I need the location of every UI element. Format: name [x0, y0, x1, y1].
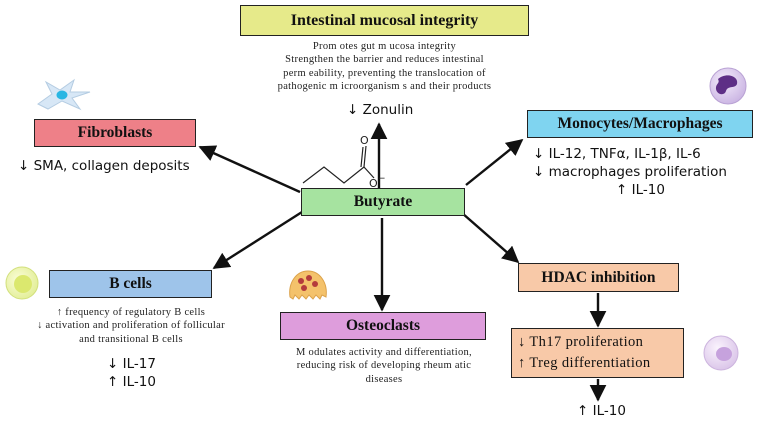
molecule-oxygen-minus: O: [369, 177, 378, 190]
intestinal-line: perm eability, preventing the translocat…: [283, 67, 486, 79]
arrow-to-bcells: [212, 210, 303, 270]
molecule-charge: −: [378, 174, 386, 184]
bcells-box: B cells: [49, 270, 212, 298]
intestinal-line: Strengthen the barrier and reduces intes…: [285, 54, 484, 66]
intestinal-line: Prom otes gut m ucosa integrity: [312, 41, 457, 52]
osteoclast-description: M odulates activity and differentiation,…: [264, 346, 504, 386]
arrow-to-hdac: [461, 212, 520, 264]
monocyte-line: ↓ IL-12, TNFα, IL-1β, IL-6: [533, 146, 701, 162]
hdac-title: HDAC inhibition: [541, 268, 656, 286]
th17-label: ↓ Th17 proliferation: [518, 334, 644, 350]
fibroblast-effect: ↓ SMA, collagen deposits: [18, 158, 190, 174]
butyrate-molecule: [302, 145, 375, 184]
bcell-line: ↑ frequency of regulatory B cells: [56, 307, 206, 318]
intestinal-description: Prom otes gut m ucosa integrity Strength…: [240, 40, 529, 94]
bcell-line: and transitional B cells: [79, 333, 183, 345]
treg-il10-label: ↑ IL-10: [577, 403, 626, 419]
osteoclasts-title: Osteoclasts: [345, 317, 421, 334]
arrow-to-monocytes: [465, 138, 524, 186]
bcell-line: ↓ activation and proliferation of follic…: [37, 320, 225, 332]
monocyte-line: ↓ macrophages proliferation: [533, 164, 727, 180]
b-cell-icon: [5, 266, 39, 300]
osteoclast-line: M odulates activity and differentiation,: [296, 347, 472, 358]
hdac-box: HDAC inhibition: [518, 263, 679, 292]
monocytes-title: Monocytes/Macrophages: [557, 115, 723, 132]
intestinal-title: Intestinal mucosal integrity: [290, 11, 479, 29]
bcell-cytokines: ↓ IL-17 ↑ IL-10: [107, 355, 156, 391]
fibroblast-cell-icon: [37, 78, 91, 111]
osteoclast-line: reducing risk of developing rheum atic: [296, 360, 472, 372]
fibroblasts-title: Fibroblasts: [77, 124, 153, 141]
treg-label: ↑ Treg differentiation: [518, 355, 651, 371]
treg-cell-icon: [703, 335, 739, 371]
th17-treg-box: ↓ Th17 proliferation ↑ Treg differentiat…: [511, 328, 684, 378]
intestinal-box: Intestinal mucosal integrity: [240, 5, 529, 36]
monocyte-line: ↑ IL-10: [616, 182, 665, 198]
intestinal-line: pathogenic m icroorganism s and their pr…: [277, 81, 492, 93]
osteoclasts-box: Osteoclasts: [280, 312, 486, 340]
zonulin-label: ↓ Zonulin: [347, 102, 414, 118]
butyrate-box: Butyrate: [301, 188, 465, 216]
fibroblasts-box: Fibroblasts: [34, 119, 196, 147]
monocytes-box: Monocytes/Macrophages: [527, 110, 753, 138]
monocyte-effects: ↓ IL-12, TNFα, IL-1β, IL-6 ↓ macrophages…: [533, 145, 727, 199]
bcell-cytokine: ↓ IL-17: [107, 356, 156, 372]
bcell-cytokine: ↑ IL-10: [107, 374, 156, 390]
monocyte-cell-icon: [709, 67, 747, 105]
molecule-oxygen: O: [360, 134, 369, 147]
osteoclast-cell-icon: [289, 270, 327, 300]
arrow-to-fibroblasts: [198, 145, 301, 194]
bcell-description: ↑ frequency of regulatory B cells ↓ acti…: [0, 306, 262, 346]
butyrate-title: Butyrate: [353, 193, 413, 210]
bcells-title: B cells: [109, 275, 152, 292]
osteoclast-line: diseases: [365, 373, 403, 385]
